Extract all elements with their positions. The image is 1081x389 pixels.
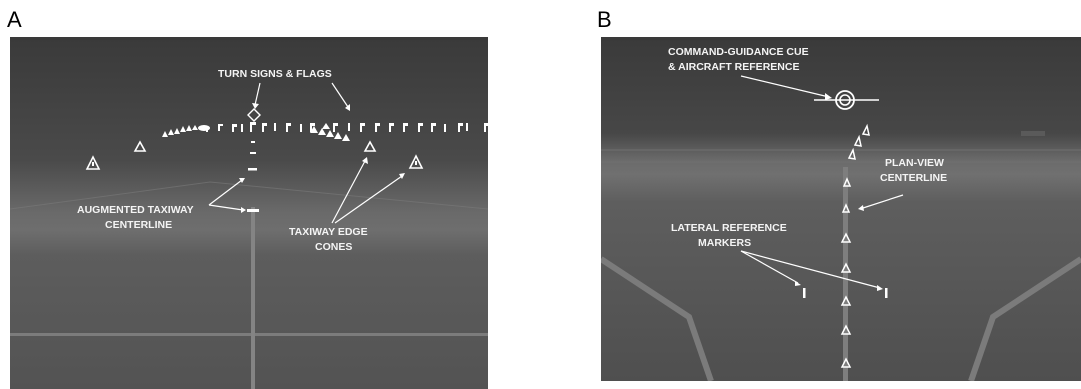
panel-b-letter: B <box>597 7 612 32</box>
panel-a-background <box>10 37 488 389</box>
taxiway-centerline-stripe <box>251 207 255 389</box>
label-centerline: CENTERLINE <box>880 172 947 184</box>
arrow-augmented-upper <box>208 179 243 206</box>
runway-edge-right <box>968 256 1081 381</box>
arrow-edge-cones-1 <box>331 160 366 224</box>
lateral-reference-marker-right <box>885 288 888 298</box>
arrowhead <box>399 173 405 179</box>
distant-cone-cluster <box>162 123 350 141</box>
plan-view-centerline-stripe <box>843 167 848 381</box>
panel-a-svg: TURN SIGNS & FLAGS AUGMENTED TAXIWAY CEN… <box>10 37 488 389</box>
arrow-turn-signs-to-flags <box>331 82 349 108</box>
command-guidance-cue <box>835 90 855 110</box>
arrow-turn-signs-to-diamond <box>254 82 261 106</box>
runway-edge-left <box>601 256 714 381</box>
taxiway-edge-left <box>10 181 488 210</box>
arrow-command-cue <box>740 75 830 98</box>
command-guidance-cue-inner <box>839 94 851 106</box>
label-lateral-reference: LATERAL REFERENCE <box>671 222 787 234</box>
label-markers: MARKERS <box>698 237 751 249</box>
panel-b-scene: COMMAND-GUIDANCE CUE & AIRCRAFT REFERENC… <box>601 37 1081 381</box>
panel-a-letter: A <box>7 7 22 32</box>
arrow-edge-cones-2 <box>334 175 403 224</box>
cross-taxiway-line <box>10 333 488 336</box>
label-plan-view: PLAN-VIEW <box>885 157 944 169</box>
arrowhead <box>877 285 883 291</box>
panel-b-background <box>601 37 1081 381</box>
label-augmented-taxiway: AUGMENTED TAXIWAY <box>77 204 194 216</box>
label-augmented-centerline: CENTERLINE <box>105 219 172 231</box>
arrowhead <box>362 157 368 164</box>
taxiway-edge-cones <box>85 140 424 170</box>
arrowhead <box>239 178 245 183</box>
plan-view-centerline-markers <box>840 123 870 368</box>
arrowhead <box>241 207 246 213</box>
panel-a-scene: TURN SIGNS & FLAGS AUGMENTED TAXIWAY CEN… <box>10 37 488 389</box>
arrowhead <box>858 205 864 211</box>
augmented-centerline-dash <box>247 209 259 212</box>
turn-sign-diamond <box>247 108 261 122</box>
arrow-plan-view <box>862 194 904 209</box>
label-cones: CONES <box>315 241 352 253</box>
distant-structure <box>1021 131 1045 136</box>
arrow-lateral-right <box>740 250 881 289</box>
label-taxiway-edge: TAXIWAY EDGE <box>289 226 368 238</box>
panel-b-svg: COMMAND-GUIDANCE CUE & AIRCRAFT REFERENC… <box>601 37 1081 381</box>
arrowhead <box>825 93 832 100</box>
augmented-centerline-dash <box>248 168 257 171</box>
label-command-guidance: COMMAND-GUIDANCE CUE <box>668 46 809 58</box>
label-turn-signs-flags: TURN SIGNS & FLAGS <box>218 68 332 80</box>
label-aircraft-reference: & AIRCRAFT REFERENCE <box>668 61 799 73</box>
arrow-lateral-left <box>740 250 799 284</box>
augmented-centerline-dash <box>250 152 256 154</box>
arrow-augmented-lower <box>208 204 244 211</box>
arrowhead <box>252 103 259 109</box>
augmented-centerline-dash <box>251 141 255 143</box>
arrowhead <box>795 281 801 286</box>
arrowhead <box>345 104 350 111</box>
turn-signs-and-flags <box>206 122 488 132</box>
lateral-reference-marker-left <box>803 288 806 298</box>
